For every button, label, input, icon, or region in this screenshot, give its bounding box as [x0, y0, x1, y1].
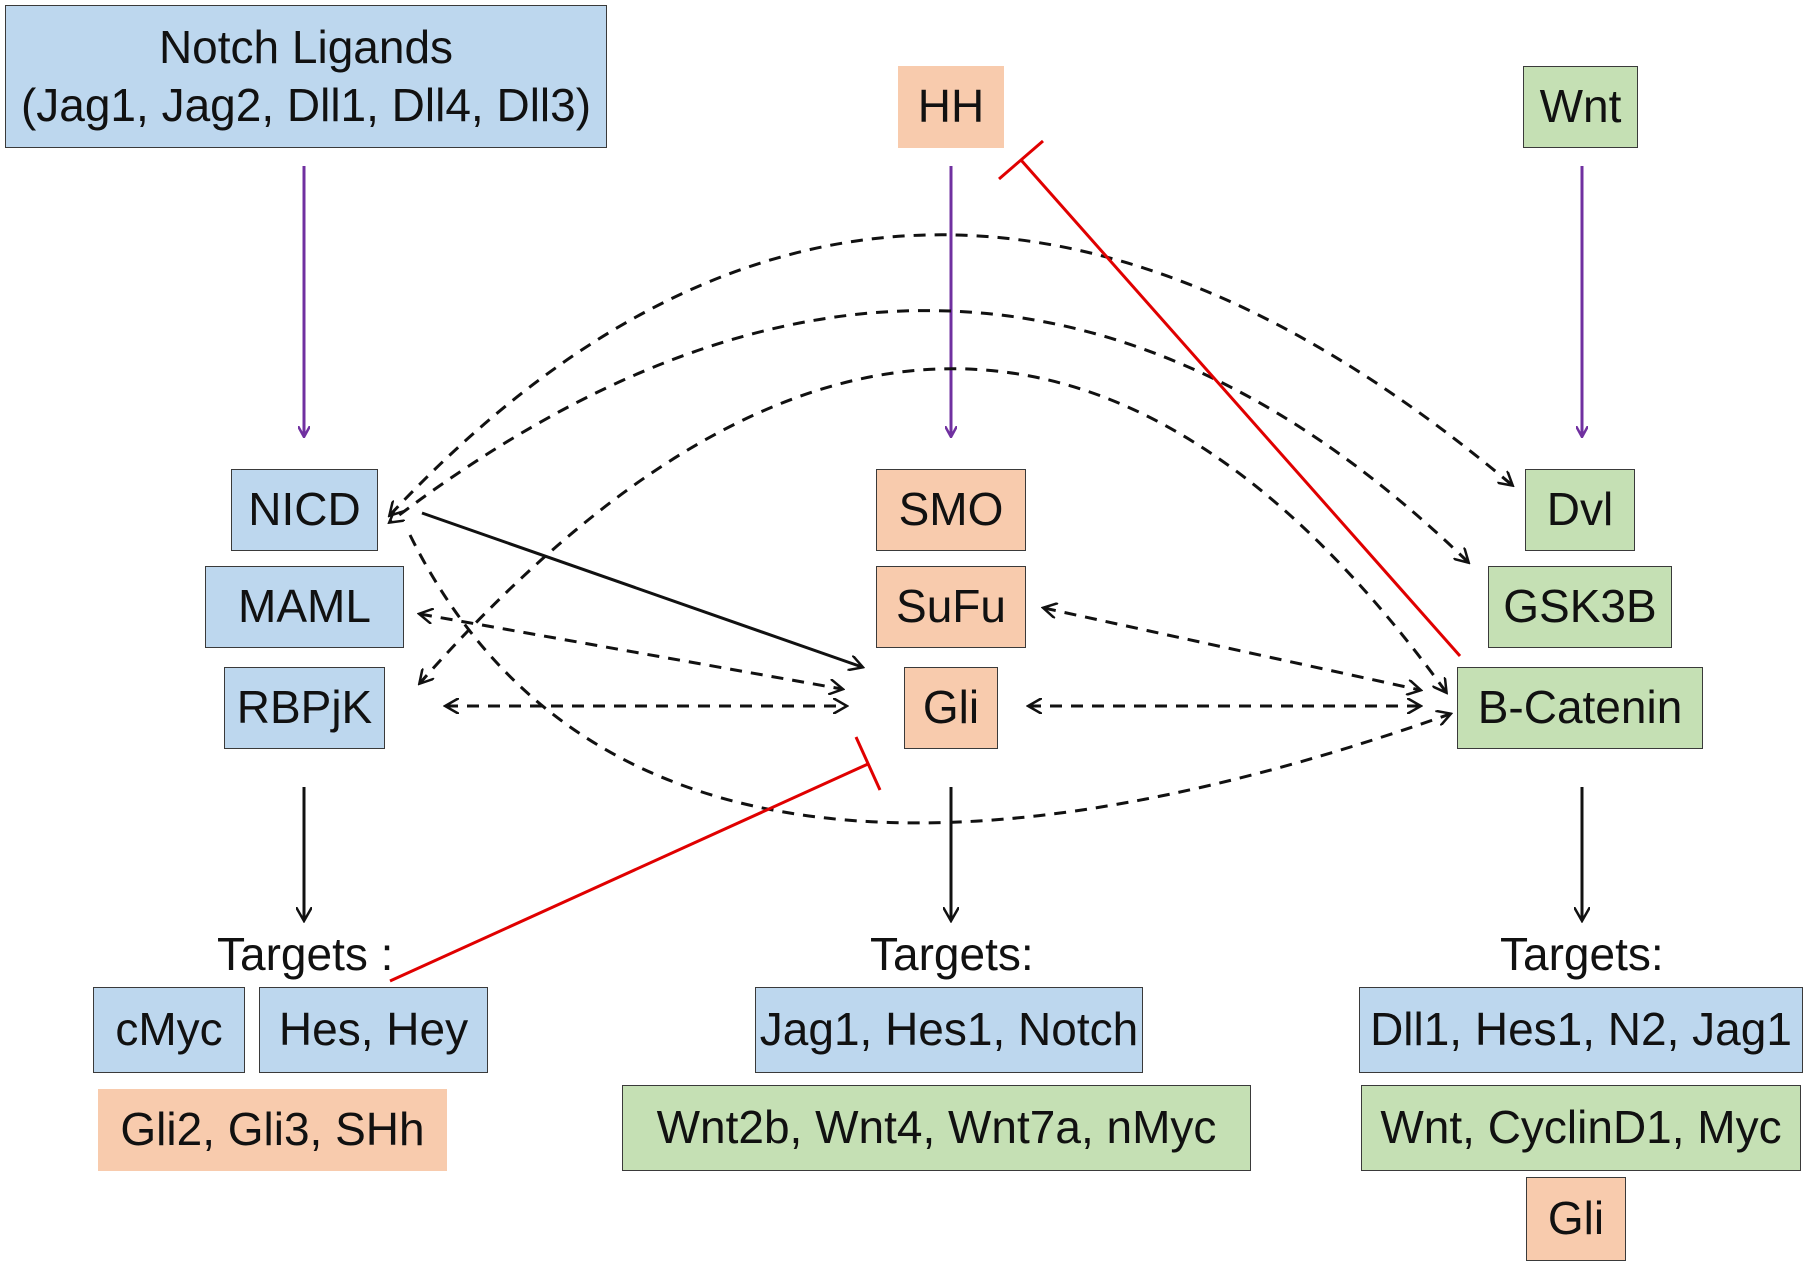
- notch-ligands-box: Notch Ligands (Jag1, Jag2, Dll1, Dll4, D…: [5, 5, 607, 148]
- smo-node: SMO: [876, 469, 1026, 551]
- wnt-targets-label: Targets:: [1500, 928, 1664, 980]
- nicd-to-gli-arrow: [421, 511, 862, 667]
- gsk3b-node: GSK3B: [1488, 566, 1672, 648]
- gli-node: Gli: [904, 667, 998, 749]
- bcatenin-inhibits-hh-line: [1019, 159, 1462, 657]
- notch-target-hes-hey: Hes, Hey: [259, 987, 488, 1073]
- sufu-node: SuFu: [876, 566, 1026, 648]
- notch-ligands-title: Notch Ligands: [158, 21, 454, 73]
- bcatenin-rbpjk-crosstalk-arrow: [420, 367, 1446, 692]
- nicd-dvl-crosstalk-arrow: [390, 233, 1512, 515]
- hh-ligand-box: HH: [898, 66, 1004, 148]
- notch-target-gli: Gli2, Gli3, SHh: [98, 1089, 447, 1171]
- wnt-target-wnt: Wnt, CyclinD1, Myc: [1361, 1085, 1801, 1171]
- maml-gli-crosstalk-arrow: [420, 614, 842, 689]
- hh-target-notch: Jag1, Hes1, Notch: [755, 987, 1143, 1073]
- rbpjk-node: RBPjK: [224, 667, 385, 749]
- hh-targets-label: Targets:: [870, 928, 1034, 980]
- bcatenin-node: B-Catenin: [1457, 667, 1703, 749]
- dvl-node: Dvl: [1525, 469, 1635, 551]
- sufu-bcatenin-crosstalk-arrow: [1044, 608, 1420, 690]
- notch-ligands-list: (Jag1, Jag2, Dll1, Dll4, Dll3): [20, 78, 592, 131]
- notch-target-cmyc: cMyc: [93, 987, 245, 1073]
- wnt-target-gli: Gli: [1526, 1177, 1626, 1261]
- hes-hey-inhibits-gli-bar: [854, 736, 882, 791]
- hh-target-wnt: Wnt2b, Wnt4, Wnt7a, nMyc: [622, 1085, 1251, 1171]
- notch-targets-label: Targets :: [217, 928, 394, 980]
- wnt-ligand-box: Wnt: [1523, 66, 1638, 148]
- gsk3b-nicd-crosstalk-arrow: [390, 309, 1468, 562]
- hes-hey-inhibits-gli-line: [389, 762, 869, 983]
- maml-node: MAML: [205, 566, 404, 648]
- nicd-node: NICD: [231, 469, 378, 551]
- bcatenin-inhibits-hh-bar: [998, 139, 1044, 181]
- nicd-bcatenin-crosstalk-arrow: [408, 534, 1450, 825]
- wnt-target-notch: Dll1, Hes1, N2, Jag1: [1359, 987, 1803, 1073]
